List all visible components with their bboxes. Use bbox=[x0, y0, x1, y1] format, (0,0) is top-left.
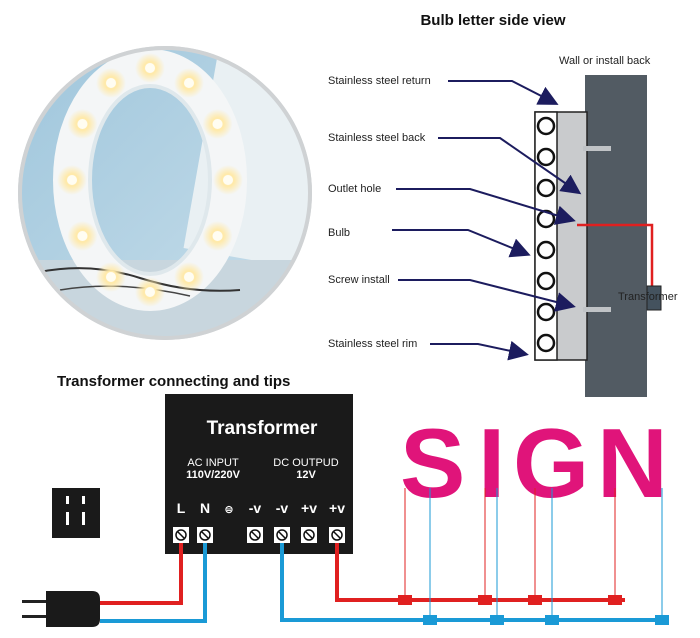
marquee-bulb-core bbox=[77, 119, 88, 129]
sign-letter-s: S bbox=[400, 408, 465, 518]
side-transformer bbox=[646, 285, 662, 311]
terminal-screw-slot bbox=[333, 531, 341, 539]
marquee-bulb-core bbox=[184, 78, 194, 89]
wire bbox=[100, 543, 207, 623]
label-steel-rim: Stainless steel rim bbox=[328, 338, 417, 350]
side-wire bbox=[577, 223, 654, 296]
terminal-label: L bbox=[177, 500, 186, 516]
terminal-label: N bbox=[200, 500, 210, 516]
side-bulb bbox=[536, 116, 556, 136]
ac-input-label: AC INPUT bbox=[187, 457, 239, 469]
terminal-screw-slot bbox=[278, 531, 286, 539]
terminal-screw-slot bbox=[177, 531, 185, 539]
terminal-screw-head bbox=[276, 529, 288, 541]
label-outlet-hole: Outlet hole bbox=[328, 183, 381, 195]
marquee-bulb-core bbox=[184, 271, 194, 282]
wire-connector bbox=[478, 595, 492, 605]
dc-output-label: DC OUTPUD bbox=[273, 457, 338, 469]
sign-letter-g: G bbox=[513, 408, 589, 518]
wire-connector bbox=[490, 615, 504, 625]
callout-arrows bbox=[392, 80, 582, 361]
wire-connector bbox=[545, 615, 559, 625]
transformer-name: Transformer bbox=[207, 418, 318, 439]
marquee-bulb-core bbox=[67, 175, 77, 185]
transformer-tips-title: Transformer connecting and tips bbox=[57, 373, 290, 390]
side-bulb bbox=[536, 302, 556, 322]
marquee-bulb-core bbox=[223, 175, 233, 185]
wiring bbox=[100, 488, 669, 625]
label-steel-back: Stainless steel back bbox=[328, 132, 426, 144]
sign-letter-n: N bbox=[597, 408, 668, 518]
sign-letter-i: I bbox=[478, 408, 505, 518]
terminal-label: -v bbox=[249, 500, 262, 516]
wire-connector bbox=[608, 595, 622, 605]
bracket-bottom bbox=[583, 307, 611, 312]
callout-labels: Stainless steel return Stainless steel b… bbox=[328, 75, 431, 350]
terminal-screw-slot bbox=[201, 531, 209, 539]
side-bulbs bbox=[536, 116, 556, 353]
marquee-bulb-core bbox=[145, 287, 155, 297]
marquee-bulb-core bbox=[212, 119, 223, 129]
wall-socket-icon bbox=[52, 488, 100, 538]
side-bulb bbox=[536, 271, 556, 291]
terminal-screw-head bbox=[303, 529, 315, 541]
wire bbox=[280, 543, 665, 622]
dc-output-value: 12V bbox=[296, 469, 316, 481]
marquee-bulb-core bbox=[77, 231, 88, 241]
plug-icon bbox=[22, 591, 100, 627]
wire bbox=[335, 543, 625, 602]
terminal-screw-head bbox=[331, 529, 343, 541]
marquee-bulb-core bbox=[106, 78, 116, 89]
side-bulb bbox=[536, 333, 556, 353]
terminal-label: ⊜ bbox=[224, 504, 233, 516]
wall bbox=[585, 75, 647, 397]
marquee-letter-o-photo bbox=[18, 46, 312, 340]
terminal-screw-slot bbox=[251, 531, 259, 539]
side-bulb bbox=[536, 240, 556, 260]
bracket-top bbox=[583, 146, 611, 151]
terminal-screw-head bbox=[249, 529, 261, 541]
terminal-screw-slot bbox=[305, 531, 313, 539]
sign-letters: S I G N bbox=[400, 408, 668, 518]
label-bulb: Bulb bbox=[328, 227, 350, 239]
terminal-screw-head bbox=[175, 529, 187, 541]
wire-connector bbox=[423, 615, 437, 625]
wire-connector bbox=[655, 615, 669, 625]
marquee-bulb-core bbox=[145, 63, 155, 73]
terminal-screw-head bbox=[199, 529, 211, 541]
side-transformer-label: Transformer bbox=[618, 291, 678, 303]
wire bbox=[100, 543, 183, 605]
terminal-label: -v bbox=[276, 500, 289, 516]
label-screw-install: Screw install bbox=[328, 274, 390, 286]
side-view-title: Bulb letter side view bbox=[420, 12, 565, 29]
ac-input-value: 110V/220V bbox=[186, 469, 240, 481]
wire-connector bbox=[528, 595, 542, 605]
terminal-label: +v bbox=[301, 500, 317, 516]
label-steel-return: Stainless steel return bbox=[328, 75, 431, 87]
terminal-label: +v bbox=[329, 500, 345, 516]
side-bulb bbox=[536, 178, 556, 198]
wall-label: Wall or install back bbox=[559, 55, 651, 67]
marquee-bulb-core bbox=[212, 231, 223, 241]
side-bulb bbox=[536, 147, 556, 167]
wire-connector bbox=[398, 595, 412, 605]
marquee-bulb-core bbox=[106, 271, 116, 282]
